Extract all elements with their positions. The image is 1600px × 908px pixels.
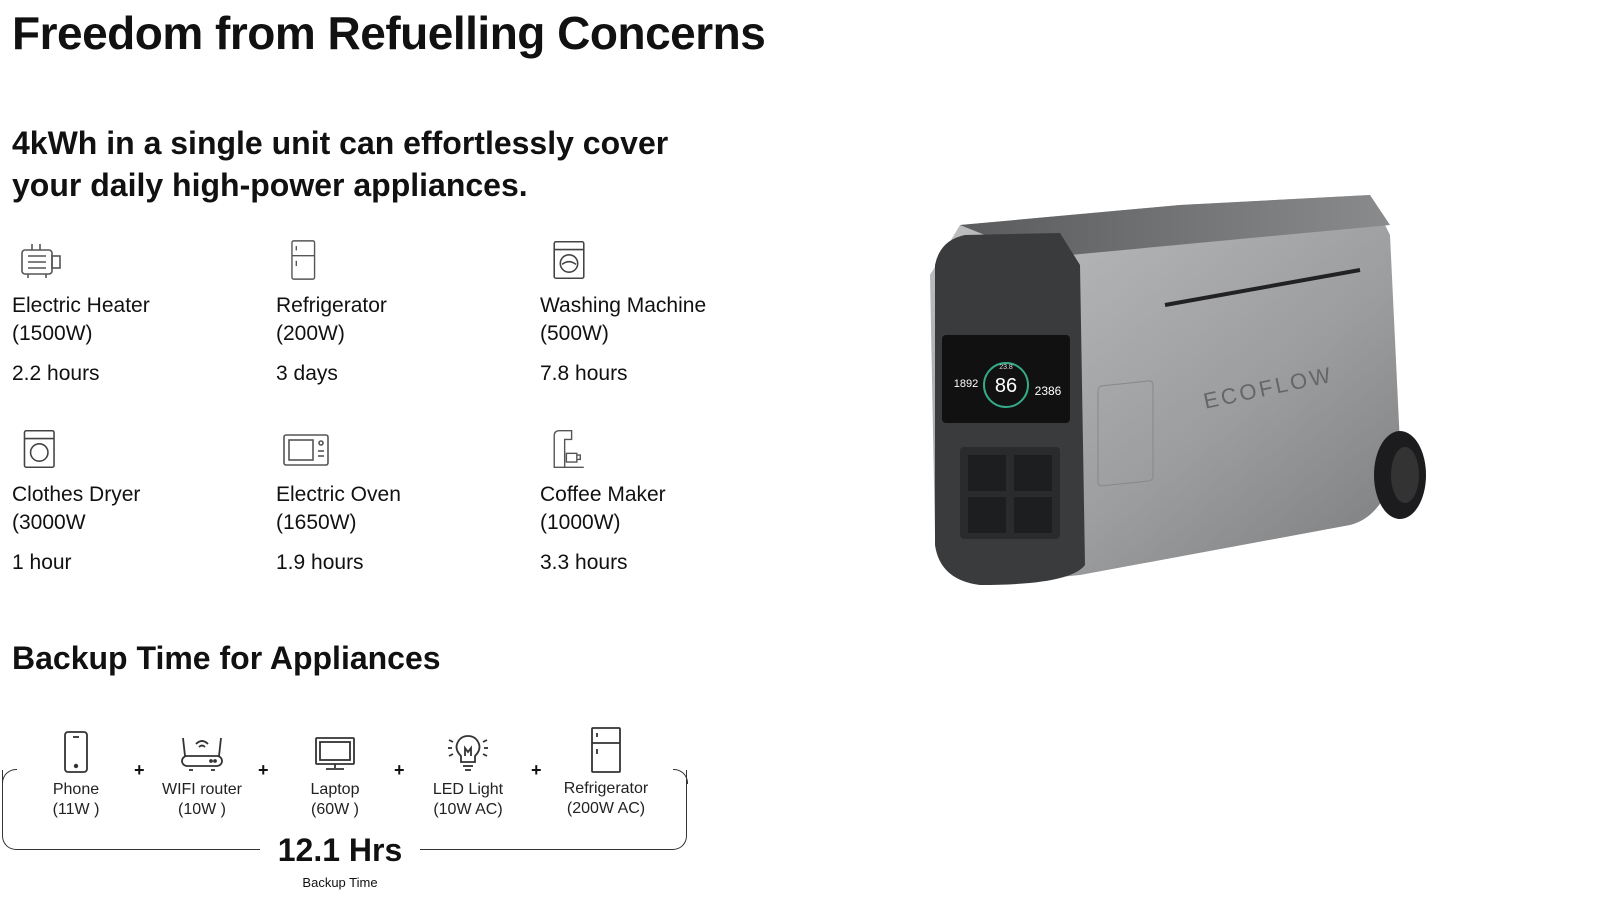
appliance-name: Clothes Dryer [12, 483, 141, 506]
page-title: Freedom from Refuelling Concerns [12, 7, 766, 59]
backup-heading: Backup Time for Appliances [12, 640, 441, 676]
backup-item-power: (10W AC) [433, 801, 503, 818]
appliance-time: 2.2 hours [12, 362, 100, 385]
backup-item-refrigerator: Refrigerator (200W AC) [546, 727, 666, 819]
backup-item-power: (10W ) [178, 801, 226, 818]
subtitle: 4kWh in a single unit can effortlessly c… [12, 122, 772, 206]
appliance-refrigerator: Refrigerator (200W) 3 days [276, 240, 526, 388]
laptop-icon [315, 737, 355, 770]
appliance-time: 7.8 hours [540, 362, 628, 385]
appliance-power: (1650W) [276, 511, 357, 534]
appliance-power: (200W) [276, 322, 345, 345]
backup-item-power: (200W AC) [566, 800, 646, 817]
appliance-power: (500W) [540, 322, 609, 345]
refrigerator-icon [591, 727, 621, 773]
coffee-maker-icon [553, 430, 584, 468]
phone-icon [64, 731, 88, 773]
led-light-icon [448, 735, 488, 771]
clothes-dryer-icon [23, 429, 55, 469]
display-temp: 23.8 [999, 364, 1013, 371]
backup-item-name: LED Light [432, 781, 504, 798]
power-station-product-image: 86 23.8 1892 2386 ECOFLOW [930, 195, 1426, 585]
display-battery: 86 [995, 375, 1017, 397]
appliance-time: 3 days [276, 362, 338, 385]
plus-sign: + [531, 760, 542, 780]
appliance-name: Washing Machine [540, 294, 707, 317]
washing-machine-icon [553, 240, 585, 280]
backup-item-name: Refrigerator [563, 780, 649, 797]
plus-sign: + [394, 760, 405, 780]
wifi-router-icon [181, 737, 223, 771]
appliance-name: Refrigerator [276, 294, 387, 317]
appliance-time: 1.9 hours [276, 551, 364, 574]
appliance-electric-heater: Electric Heater (1500W) 2.2 hours [12, 240, 262, 388]
backup-item-led-light: LED Light (10W AC) [408, 730, 528, 820]
backup-total: 12.1 Hrs [260, 832, 420, 869]
appliance-name: Electric Heater [12, 294, 150, 317]
backup-time-label: Backup Time [302, 875, 378, 890]
backup-item-power: (60W ) [311, 801, 359, 818]
appliance-time: 1 hour [12, 551, 72, 574]
subtitle-line: your daily high-power appliances. [12, 167, 528, 203]
backup-item-name: Phone [52, 781, 100, 798]
backup-item-phone: Phone (11W ) [16, 730, 136, 820]
appliance-coffee-maker: Coffee Maker (1000W) 3.3 hours [540, 429, 790, 577]
appliance-name: Coffee Maker [540, 483, 666, 506]
appliance-time: 3.3 hours [540, 551, 628, 574]
appliance-power: (3000W [12, 511, 86, 534]
backup-item-wifi-router: WIFI router (10W ) [142, 730, 262, 820]
plus-sign: + [258, 760, 269, 780]
appliance-power: (1500W) [12, 322, 93, 345]
backup-item-power: (11W ) [52, 801, 100, 818]
appliance-name: Electric Oven [276, 483, 401, 506]
electric-oven-icon [283, 434, 329, 466]
display-output: 2386 [1035, 384, 1062, 398]
appliance-power: (1000W) [540, 511, 621, 534]
subtitle-line: 4kWh in a single unit can effortlessly c… [12, 125, 669, 161]
backup-item-name: WIFI router [161, 781, 242, 798]
appliance-electric-oven: Electric Oven (1650W) 1.9 hours [276, 429, 526, 577]
appliance-washing-machine: Washing Machine (500W) 7.8 hours [540, 240, 790, 388]
backup-item-laptop: Laptop (60W ) [275, 730, 395, 820]
backup-item-name: Laptop [310, 781, 360, 798]
plus-sign: + [134, 760, 145, 780]
appliance-clothes-dryer: Clothes Dryer (3000W 1 hour [12, 429, 262, 577]
display-input: 1892 [954, 378, 978, 390]
refrigerator-icon [291, 240, 316, 280]
electric-heater-icon [21, 244, 61, 278]
